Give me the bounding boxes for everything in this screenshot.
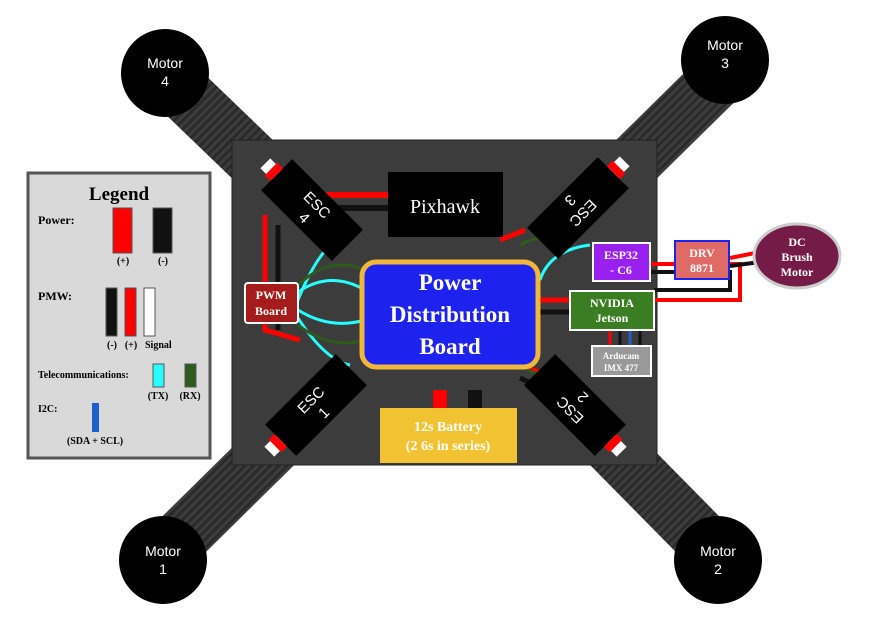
legend-power-negative-swatch [152,207,173,254]
battery-line2: (2 6s in series) [406,439,491,454]
esp32-line2: - C6 [610,263,632,277]
pwm-board-line2: Board [255,304,287,318]
motor-2-number: 2 [714,561,722,577]
dc-brush-motor: DC Brush Motor [752,222,842,290]
jetson-line2: Jetson [596,311,629,325]
pwm-board-line1: PWM [256,288,287,302]
pdb-line3: Board [419,334,481,359]
signal-wires [296,233,642,376]
motor-3-number: 3 [721,55,729,71]
power-distribution-board: Power Distribution Board [359,259,541,370]
motor-3-label: Motor [707,37,743,53]
battery: 12s Battery (2 6s in series) [380,408,517,463]
legend-tx: (TX) [148,391,169,402]
motor-4: Motor 4 [121,29,209,117]
legend-i2c-swatch [92,403,99,432]
legend-i2c-label: I2C: [38,404,57,415]
legend-pwm-positive-swatch [124,287,137,337]
legend-power-positive-swatch [112,207,133,254]
drv-line1: DRV [689,246,715,260]
motor-1-label: Motor [145,543,181,559]
dc-motor-line1: DC [788,235,805,249]
legend-tx-swatch [152,363,165,388]
esc-4: ESC 4 [260,158,363,261]
motor-4-number: 4 [161,73,169,89]
esc-3: ESC 3 [527,156,630,259]
legend-rx-swatch [184,363,197,388]
esc-1: ESC 1 [264,354,367,457]
arducam-imx477: Arducam IMX 477 [591,345,652,377]
pwm-board: PWM Board [244,282,299,324]
pdb-line2: Distribution [390,302,510,327]
pdb-line1: Power [419,270,482,295]
legend-pwm-signal-swatch [143,287,156,337]
drv-line2: 8871 [690,261,714,275]
legend-power-minus: (-) [158,256,168,267]
legend-rx: (RX) [179,391,200,402]
legend-title: Legend [89,184,150,205]
legend-pwm-negative-swatch [105,287,118,337]
arducam-line1: Arducam [603,351,640,361]
motor-2: Motor 2 [674,516,762,604]
dc-motor-line2: Brush [781,250,813,264]
legend-power-plus: (+) [117,256,129,267]
motor-1-number: 1 [159,561,167,577]
legend-power-label: Power: [38,213,75,227]
legend-telecom-label: Telecommunications: [38,370,129,381]
motor-3: Motor 3 [681,16,769,104]
dc-motor-line3: Motor [781,265,814,279]
arducam-line2: IMX 477 [604,363,639,373]
motor-4-label: Motor [147,55,183,71]
motor-2-label: Motor [700,543,736,559]
esp32-line1: ESP32 [604,248,638,262]
nvidia-jetson: NVIDIA Jetson [569,290,655,331]
legend-pwm-label: PMW: [38,289,72,303]
legend: Legend Power: (+) (-) PMW: (-) (+) Signa… [26,171,212,460]
motor-1: Motor 1 [119,516,207,604]
pixhawk: Pixhawk [388,172,503,237]
legend-pwm-minus: (-) [107,340,117,351]
battery-line1: 12s Battery [414,420,482,435]
legend-i2c-pins: (SDA + SCL) [67,436,123,447]
legend-pwm-signal: Signal [145,340,172,351]
legend-pwm-plus: (+) [125,340,137,351]
jetson-line1: NVIDIA [590,296,634,310]
drv8871: DRV 8871 [674,240,730,280]
pixhawk-label: Pixhawk [410,196,480,218]
esp32-c6: ESP32 - C6 [592,242,651,282]
